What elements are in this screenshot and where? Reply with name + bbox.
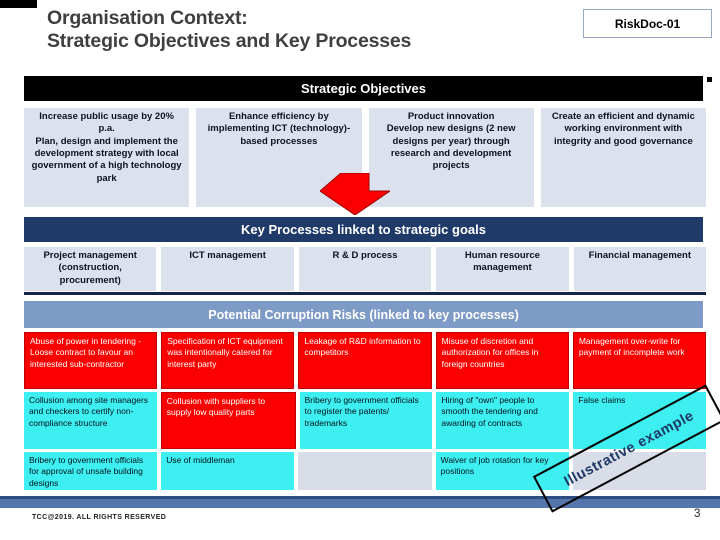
page-title-line2: Strategic Objectives and Key Processes — [47, 30, 412, 52]
risk-cell: Misuse of discretion and authorization f… — [435, 332, 569, 389]
risk-cell: Hiring of "own" people to smooth the ten… — [436, 392, 570, 449]
page-title-line1: Organisation Context: — [47, 7, 248, 29]
down-arrow-icon — [320, 173, 390, 215]
risk-cell-empty — [572, 452, 707, 490]
key-processes-header: Key Processes linked to strategic goals — [24, 217, 703, 242]
risk-cell: Bribery to government officials for appr… — [24, 452, 158, 490]
risk-cell-empty — [298, 452, 432, 490]
key-process-card: Human resource management — [436, 247, 569, 291]
corruption-risks-grid: Abuse of power in tendering - Loose cont… — [24, 332, 707, 493]
risk-cell: Collusion among site managers and checke… — [24, 392, 157, 449]
risk-cell: Collusion with suppliers to supply low q… — [160, 392, 296, 449]
page-number: 3 — [694, 508, 701, 520]
key-processes-underline — [24, 292, 706, 295]
risk-cell: Specification of ICT equipment was inten… — [161, 332, 295, 389]
page-title: Organisation Context: Strategic Objectiv… — [47, 7, 587, 53]
key-process-card: Project management (construction, procur… — [24, 247, 157, 291]
objective-card: Product innovation Develop new designs (… — [368, 108, 534, 207]
strategic-objectives-header: Strategic Objectives — [24, 76, 703, 101]
key-processes-row: Project management (construction, procur… — [24, 247, 707, 291]
bottom-accent-bar — [0, 496, 720, 508]
risk-cell: False claims — [573, 392, 706, 449]
risk-cell: Bribery to government officials to regis… — [299, 392, 433, 449]
key-process-card: Financial management — [573, 247, 707, 291]
bullet-dot — [707, 77, 712, 82]
objective-card: Create an efficient and dynamic working … — [540, 108, 706, 207]
risk-cell: Management over-write for payment of inc… — [572, 332, 707, 389]
copyright-text: TCC@2019. ALL RIGHTS RESERVED — [32, 514, 167, 521]
risk-row: Collusion among site managers and checke… — [24, 392, 706, 449]
risk-cell: Use of middleman — [161, 452, 295, 490]
key-process-card: ICT management — [161, 247, 294, 291]
risk-cell: Abuse of power in tendering - Loose cont… — [24, 332, 158, 389]
objective-card: Increase public usage by 20% p.a. Plan, … — [24, 108, 190, 207]
doc-reference-badge: RiskDoc-01 — [583, 9, 712, 38]
key-process-card: R & D process — [298, 247, 432, 291]
risk-row: Abuse of power in tendering - Loose cont… — [24, 332, 707, 389]
risk-cell: Waiver of job rotation for key positions — [435, 452, 569, 490]
risk-cell: Leakage of R&D information to competitor… — [298, 332, 432, 389]
corruption-risks-header: Potential Corruption Risks (linked to ke… — [24, 301, 703, 328]
risk-row: Bribery to government officials for appr… — [24, 452, 707, 490]
top-left-accent-bar — [0, 0, 37, 8]
